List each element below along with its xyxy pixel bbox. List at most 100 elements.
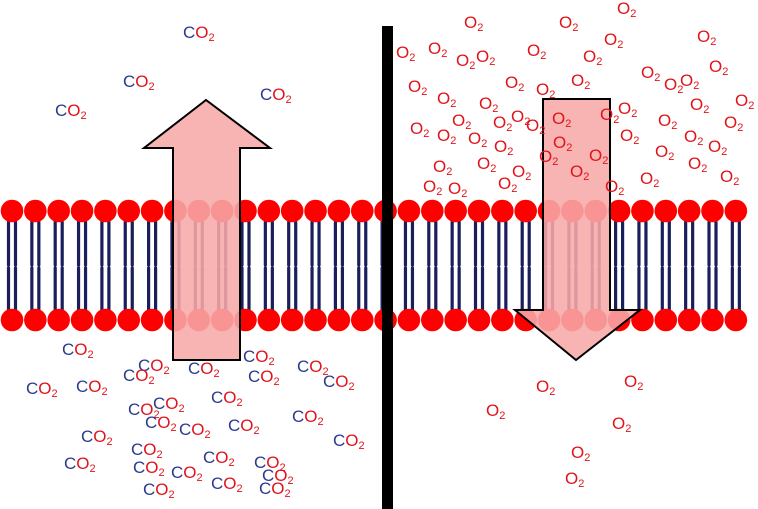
co2-molecule: CO2: [179, 420, 211, 441]
o2-molecule: O2: [618, 99, 638, 120]
arrow-up-co2: [141, 98, 273, 361]
lipid-head: [24, 199, 47, 223]
co2-molecule: CO2: [228, 416, 260, 437]
co2-molecule: CO2: [143, 480, 175, 501]
o2-molecule: O2: [680, 71, 700, 92]
o2-molecule: O2: [505, 73, 525, 94]
lipid-head: [94, 308, 117, 332]
o2-molecule: O2: [565, 469, 585, 490]
o2-molecule: O2: [664, 75, 684, 96]
lipid-head: [467, 199, 491, 223]
lipid-head: [117, 308, 141, 332]
co2-molecule: CO2: [123, 72, 155, 93]
co2-molecule: CO2: [259, 479, 291, 500]
o2-molecule: O2: [571, 443, 591, 464]
lipid-head: [280, 308, 304, 332]
lipid-head: [24, 308, 47, 332]
co2-molecule: CO2: [153, 394, 185, 415]
co2-molecule: CO2: [183, 23, 215, 44]
co2-molecule: CO2: [333, 431, 365, 452]
lipid-head: [724, 199, 748, 223]
lipid-head: [397, 199, 421, 223]
o2-molecule: O2: [477, 154, 497, 175]
o2-molecule: O2: [697, 27, 717, 48]
lipid-head: [677, 199, 701, 223]
lipid-head: [280, 199, 304, 223]
o2-molecule: O2: [589, 146, 609, 167]
lipid-head: [467, 308, 491, 332]
panel-divider: [382, 26, 393, 509]
lipid-head: [607, 199, 631, 223]
lipid-head: [421, 199, 444, 223]
lipid-head: [257, 199, 281, 223]
co2-molecule: CO2: [188, 359, 220, 380]
o2-molecule: O2: [735, 91, 755, 112]
co2-molecule: CO2: [297, 357, 329, 378]
o2-molecule: O2: [690, 95, 710, 116]
o2-molecule: O2: [620, 126, 640, 147]
lipid-head: [327, 199, 351, 223]
o2-molecule: O2: [448, 179, 468, 200]
lipid-head: [397, 308, 421, 332]
o2-molecule: O2: [617, 0, 637, 20]
o2-molecule: O2: [498, 174, 518, 195]
o2-molecule: O2: [658, 111, 678, 132]
lipid-head: [654, 199, 678, 223]
lipid-head: [70, 308, 94, 332]
lipid-head: [94, 199, 117, 223]
o2-molecule: O2: [684, 127, 704, 148]
co2-molecule: CO2: [81, 427, 113, 448]
o2-molecule: O2: [511, 107, 531, 128]
o2-molecule: O2: [527, 41, 547, 62]
lipid-head: [140, 308, 164, 332]
lipid-head: [654, 308, 678, 332]
o2-molecule: O2: [559, 13, 579, 34]
lipid-head: [140, 199, 164, 223]
o2-molecule: O2: [410, 119, 430, 140]
co2-molecule: CO2: [26, 379, 58, 400]
lipid-head: [631, 199, 654, 223]
o2-molecule: O2: [655, 142, 675, 163]
lipid-head: [327, 308, 351, 332]
co2-molecule: CO2: [292, 407, 324, 428]
o2-molecule: O2: [464, 13, 484, 34]
lipid-head: [350, 308, 374, 332]
lipid-head: [491, 199, 514, 223]
o2-molecule: O2: [571, 71, 591, 92]
lipid-head: [677, 308, 701, 332]
co2-molecule: CO2: [123, 366, 155, 387]
co2-molecule: CO2: [62, 340, 94, 361]
o2-molecule: O2: [724, 113, 744, 134]
lipid-head: [631, 308, 654, 332]
o2-molecule: O2: [553, 133, 573, 154]
co2-molecule: CO2: [133, 458, 165, 479]
o2-molecule: O2: [437, 89, 457, 110]
co2-molecule: CO2: [138, 356, 170, 377]
o2-molecule: O2: [640, 169, 660, 190]
o2-molecule: O2: [641, 63, 661, 84]
o2-molecule: O2: [493, 113, 513, 134]
lipid-head: [257, 308, 281, 332]
o2-molecule: O2: [476, 47, 496, 68]
o2-molecule: O2: [408, 77, 428, 98]
o2-molecule: O2: [437, 126, 457, 147]
o2-molecule: O2: [452, 111, 472, 132]
o2-molecule: O2: [612, 414, 632, 435]
lipid-head: [0, 308, 24, 332]
o2-molecule: O2: [604, 30, 624, 51]
co2-molecule: CO2: [55, 101, 87, 122]
lipid-head: [724, 308, 748, 332]
lipid-head: [117, 199, 141, 223]
arrow-down-o2: [512, 98, 643, 362]
o2-molecule: O2: [536, 377, 556, 398]
co2-molecule: CO2: [262, 466, 294, 487]
lipid-head: [421, 308, 444, 332]
co2-molecule: CO2: [64, 454, 96, 475]
co2-molecule: CO2: [76, 377, 108, 398]
co2-molecule: CO2: [254, 453, 286, 474]
o2-molecule: O2: [512, 162, 532, 183]
co2-molecule: CO2: [248, 367, 280, 388]
lipid-head: [47, 199, 70, 223]
